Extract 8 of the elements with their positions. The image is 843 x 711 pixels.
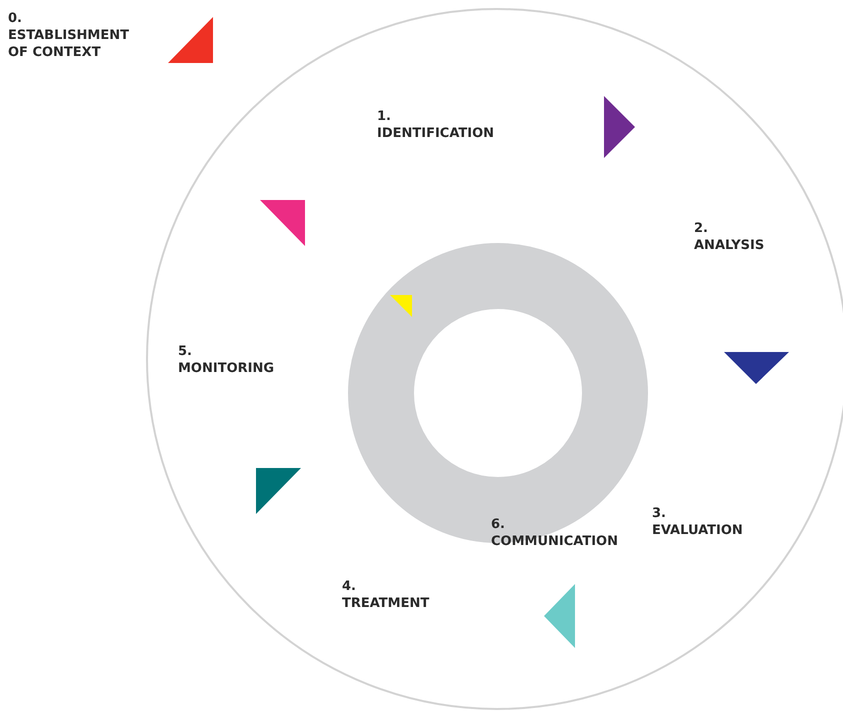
stage-label: 3. EVALUATION	[652, 505, 743, 539]
stage-label: 4. TREATMENT	[342, 578, 430, 612]
stage-label: 1. IDENTIFICATION	[377, 108, 494, 142]
stage-label: 2. ANALYSIS	[694, 220, 764, 254]
stage-label: 6. COMMUNICATION	[491, 516, 618, 550]
stage-label: 0. ESTABLISHMENT OF CONTEXT	[8, 10, 130, 61]
cycle-circle	[146, 8, 843, 710]
stage-label: 5. MONITORING	[178, 343, 274, 377]
